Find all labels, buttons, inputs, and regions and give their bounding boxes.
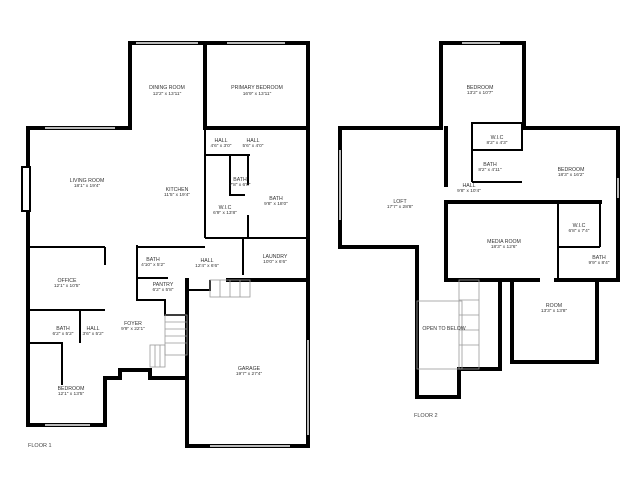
room-dims: 6'9" x 13'8" (213, 210, 237, 216)
room-dims: 13'2" x 10'7" (467, 90, 494, 96)
room-dims: 8'2" x 4'11" (478, 167, 502, 173)
room-dims: 18'1" x 19'4" (74, 183, 101, 189)
room-dims: 18'3" x 16'2" (558, 172, 585, 178)
room-name: W.I.C (573, 223, 586, 229)
floor1-stairs (149, 279, 251, 368)
room-dims: 8'2" x 4'3" (487, 140, 508, 146)
room-name: BATH (146, 257, 160, 263)
floor2-labels: BEDROOM 13'2" x 10'7" W.I.C 8'2" x 4'3" … (387, 85, 610, 419)
room-name: HALL (247, 138, 260, 144)
room-name: HALL (201, 258, 214, 264)
room-dims: 13'3" x 13'8" (541, 308, 568, 314)
room-name: HALL (215, 138, 228, 144)
room-name: OPEN TO BELOW (422, 326, 465, 332)
room-dims: 4'6" x 3'0" (211, 143, 232, 149)
room-dims: 9'9" x 8'4" (589, 260, 610, 266)
room-dims: 3'6" x 5'2" (83, 331, 104, 337)
room-name: BATH (483, 162, 497, 168)
room-dims: 7'8" x 6'8" (230, 182, 251, 188)
room-dims: 11'5" x 19'4" (164, 192, 190, 198)
room-dims: 9'9" x 22'1" (121, 326, 145, 332)
fireplace-icon (21, 166, 31, 212)
room-name: LOFT (393, 199, 407, 205)
floor2-walls (338, 41, 620, 399)
room-name: BEDROOM (467, 85, 494, 91)
room-dims: 18'3" x 12'6" (491, 244, 518, 250)
room-name: LAUNDRY (263, 254, 288, 260)
room-dims: 9'8" x 10'4" (457, 188, 481, 194)
room-name: BATH (269, 196, 283, 202)
room-dims: 9'8" x 18'0" (264, 201, 288, 207)
floor1-walls (21, 41, 310, 448)
floor1-labels: DINING ROOM 12'2" x 13'11" PRIMARY BEDRO… (28, 85, 288, 449)
room-name: LIVING ROOM (70, 178, 105, 184)
room-name: W.I.C (219, 205, 232, 211)
room-dims: 12'4" x 6'6" (195, 263, 219, 269)
room-name: KITCHEN (166, 187, 189, 193)
room-dims: 6'2" x 5'8" (153, 287, 174, 293)
room-dims: 4'10" x 5'2" (141, 262, 165, 268)
room-name: BATH (592, 255, 606, 261)
room-name: PRIMARY BEDROOM (231, 85, 283, 91)
room-dims: 5'6" x 4'0" (243, 143, 264, 149)
room-name: HALL (87, 326, 100, 332)
room-name: ROOM (546, 303, 562, 309)
room-dims: 6'8" x 7'4" (569, 228, 590, 234)
room-dims: 12'2" x 13'11" (153, 91, 182, 97)
room-dims: 6'2" x 5'2" (53, 331, 74, 337)
floor2-label: FLOOR 2 (414, 413, 438, 419)
floor1-label: FLOOR 1 (28, 443, 52, 449)
room-name: BATH (233, 177, 247, 183)
room-dims: 17'7" x 28'8" (387, 204, 414, 210)
room-dims: 12'1" x 10'5" (54, 283, 81, 289)
room-dims: 12'1" x 13'5" (58, 391, 85, 397)
room-dims: 10'0" x 6'6" (263, 259, 287, 265)
room-name: MEDIA ROOM (487, 239, 521, 245)
room-name: PANTRY (153, 282, 174, 288)
floor2-stairs (416, 279, 480, 370)
room-name: FOYER (124, 321, 142, 327)
room-name: GARAGE (238, 366, 261, 372)
room-name: BEDROOM (558, 167, 585, 173)
room-name: W.I.C (491, 135, 504, 141)
room-dims: 19'7" x 27'4" (236, 371, 263, 377)
room-name: BATH (56, 326, 70, 332)
room-name: OFFICE (57, 278, 77, 284)
room-name: BEDROOM (58, 386, 85, 392)
room-name: HALL (463, 183, 476, 189)
room-dims: 16'9" x 13'11" (243, 91, 272, 97)
room-name: DINING ROOM (149, 85, 185, 91)
